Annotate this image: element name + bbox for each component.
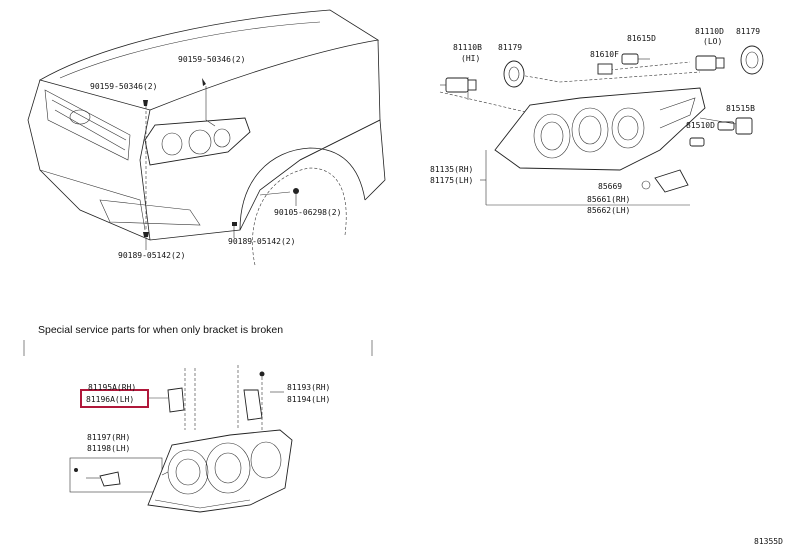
car-front-illustration <box>27 9 386 266</box>
cap-81179-right-icon <box>740 45 764 75</box>
bulb-lo-icon <box>695 55 725 71</box>
adjuster-85661-icon <box>641 169 689 193</box>
label-81615d: 81615D <box>627 34 656 43</box>
label-81179-right: 81179 <box>736 27 760 36</box>
label-85662: 85662(LH) <box>587 206 630 215</box>
label-81110d-sub: (LO) <box>703 37 722 46</box>
label-81179-left: 81179 <box>498 43 522 52</box>
label-81194: 81194(LH) <box>287 395 330 404</box>
socket-81610f-icon <box>597 63 613 75</box>
highlight-81196a <box>80 389 149 408</box>
label-81110d: 81110D <box>695 27 724 36</box>
label-81135: 81135(RH) <box>430 165 473 174</box>
label-81110b-sub: (HI) <box>461 54 480 63</box>
label-85661: 85661(RH) <box>587 195 630 204</box>
label-81510d: 81510D <box>686 121 715 130</box>
label-81195a: 81195A(RH) <box>88 383 136 392</box>
label-90105: 90105-06298(2) <box>274 208 341 217</box>
label-81110b: 81110B <box>453 43 482 52</box>
label-81196a[interactable]: 81196A(LH) <box>86 395 134 404</box>
bulb-81510d-icon <box>689 137 705 147</box>
diagram-id: 81355D <box>754 537 783 546</box>
label-85669: 85669 <box>598 182 622 191</box>
label-81515b: 81515B <box>726 104 755 113</box>
service-parts-note: Special service parts for when only brac… <box>38 324 283 336</box>
label-81198: 81198(LH) <box>87 444 130 453</box>
socket-81515b-icon <box>717 117 753 135</box>
bulb-81615d-icon <box>621 53 650 65</box>
headlamp-exploded-illustration <box>439 45 764 206</box>
label-81193: 81193(RH) <box>287 383 330 392</box>
label-81610f: 81610F <box>590 50 619 59</box>
bulb-hi-icon <box>440 77 477 93</box>
label-90159-left: 90159-50346(2) <box>90 82 157 91</box>
label-90189-bottom: 90189-05142(2) <box>118 251 185 260</box>
label-90159-top: 90159-50346(2) <box>178 55 245 64</box>
label-81175: 81175(LH) <box>430 176 473 185</box>
bracket-illustration <box>69 365 293 513</box>
cap-81179-left-icon <box>503 60 525 88</box>
label-90189-right: 90189-05142(2) <box>228 237 295 246</box>
label-81197: 81197(RH) <box>87 433 130 442</box>
